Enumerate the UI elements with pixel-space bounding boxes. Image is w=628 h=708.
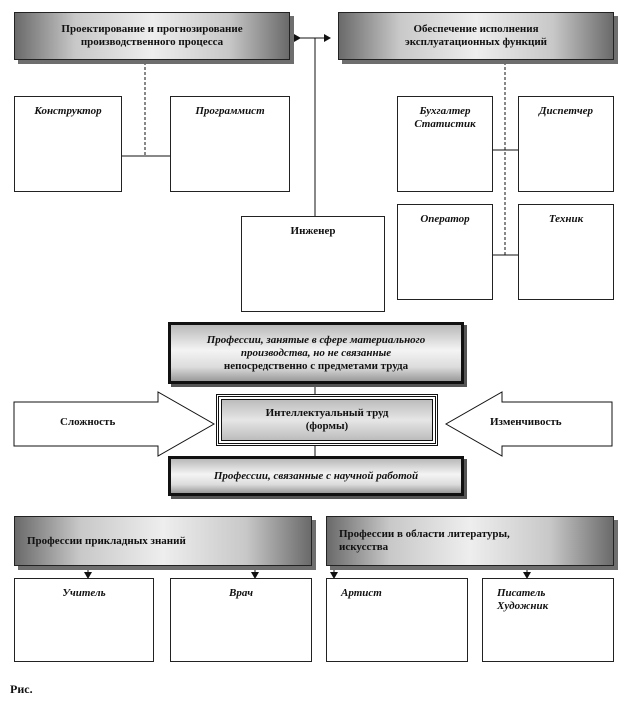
vrach-label: Врач (229, 587, 253, 599)
figure-caption: Рис. (10, 682, 33, 696)
science-label: Профессии, связанные с научной работой (213, 469, 419, 482)
programmist-label: Программист (195, 105, 265, 117)
vrach-box: Врач (170, 578, 312, 662)
science-box: Профессии, связанные с научной работой (168, 456, 464, 496)
complexity-arrow (13, 391, 216, 457)
statistik-label: Статистик (414, 118, 476, 130)
operator-label: Оператор (420, 213, 470, 225)
dispetcher-box: Диспетчер (518, 96, 614, 192)
hudozhnik-label: Художник (497, 600, 549, 612)
material-sphere-line-3: непосредственно с предметами труда (223, 359, 409, 372)
operator-box: Оператор (397, 204, 493, 300)
top-right-header-line-1: Обеспечение исполнения (413, 23, 539, 35)
applied-label: Профессии прикладных знаний (27, 534, 186, 547)
applied-header: Профессии прикладных знаний (14, 516, 312, 566)
intellectual-line-2: (формы) (305, 420, 349, 432)
top-left-header: Проектирование и прогнозирование произво… (14, 12, 290, 60)
variability-arrow (444, 391, 613, 457)
material-sphere-box: Профессии, занятые в сфере материального… (168, 322, 464, 384)
top-right-header-line-2: эксплуатационных функций (404, 36, 548, 48)
izmenchivost-label: Изменчивость (490, 416, 562, 428)
inzhener-label: Инженер (290, 225, 336, 237)
programmist-box: Программист (170, 96, 290, 192)
literature-line-2: искусства (339, 541, 389, 553)
literature-line-1: Профессии в области литературы, (339, 528, 510, 540)
buhgalter-box: Бухгалтер Статистик (397, 96, 493, 192)
material-sphere-line-1: Профессии, занятые в сфере материального (206, 333, 426, 346)
tehnik-box: Техник (518, 204, 614, 300)
pisatel-label: Писатель (497, 587, 546, 599)
pisatel-box: Писатель Художник (482, 578, 614, 662)
top-right-header: Обеспечение исполнения эксплуатационных … (338, 12, 614, 60)
uchitel-box: Учитель (14, 578, 154, 662)
top-left-header-line-2: производственного процесса (80, 36, 224, 48)
literature-header: Профессии в области литературы, искусств… (326, 516, 614, 566)
top-left-header-line-1: Проектирование и прогнозирование (61, 23, 243, 35)
inzhener-box: Инженер (241, 216, 385, 312)
buhgalter-label: Бухгалтер (419, 105, 471, 117)
konstruktor-box: Конструктор (14, 96, 122, 192)
intellectual-box: Интеллектуальный труд (формы) (216, 394, 438, 446)
uchitel-label: Учитель (62, 587, 106, 599)
artist-box: Артист (326, 578, 468, 662)
dispetcher-label: Диспетчер (538, 105, 594, 117)
slozhnost-label: Сложность (60, 416, 116, 428)
material-sphere-line-2: производства, но не связанные (240, 346, 392, 359)
intellectual-line-1: Интеллектуальный труд (265, 407, 389, 419)
konstruktor-label: Конструктор (34, 105, 102, 117)
artist-label: Артист (341, 587, 382, 599)
tehnik-label: Техник (548, 213, 584, 225)
